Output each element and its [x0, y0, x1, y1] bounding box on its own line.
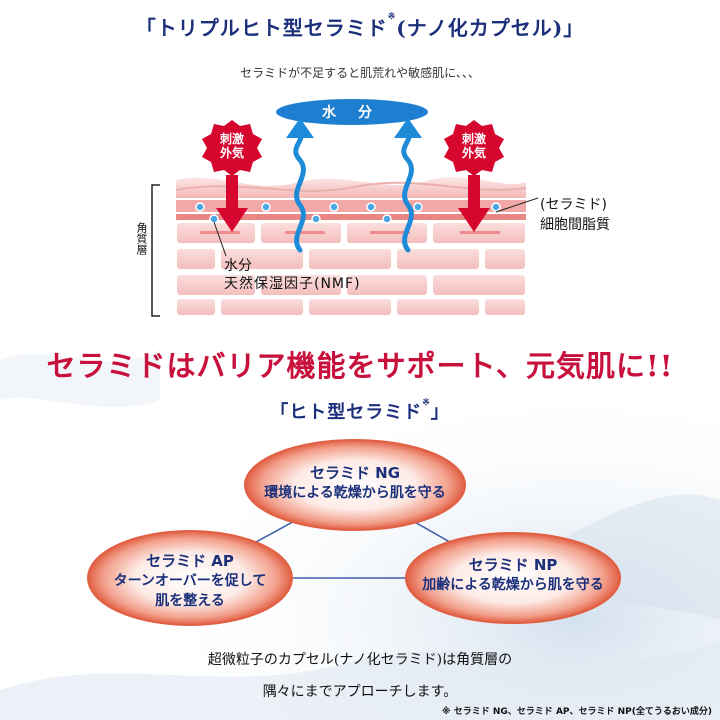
human-ceramide-title: 「ヒト型セラミド※」 — [270, 398, 450, 423]
description-line-1: 超微粒子のカプセル(ナノ化セラミド)は角質層の — [207, 652, 513, 668]
cell-rows — [175, 200, 527, 317]
nmf-label: 天然保湿因子(NMF) — [224, 276, 361, 292]
footnote: ※ セラミド NG、セラミド AP、セラミド NP(全てうるおい成分) — [441, 707, 712, 717]
description-line-2: 隅々にまでアプローチします。 — [262, 684, 458, 700]
ceramide-ng-text: セラミド NG 環境による乾燥から肌を守る — [264, 464, 446, 501]
ceramide-label: (セラミド) 細胞間脂質 — [540, 197, 610, 233]
skin-barrier-diagram — [151, 99, 539, 317]
ceramide-dots — [195, 202, 501, 224]
subtitle: セラミドが不足すると肌荒れや敏感肌に、、、 — [240, 66, 480, 80]
stimulus-left-label: 刺激 外気 — [219, 132, 244, 160]
ellipse-ap — [87, 530, 293, 626]
water-label: 水分 — [224, 258, 252, 274]
stimulus-left — [202, 120, 262, 232]
stimulus-right — [444, 120, 504, 232]
stratum-corneum-label: 角質層 — [135, 222, 148, 255]
ceramide-np-text: セラミド NP 加齢による乾燥から肌を守る — [422, 556, 604, 593]
ceramide-ap-text: セラミド AP ターンオーバーを促して 肌を整える — [113, 552, 267, 609]
ellipse-ng — [244, 439, 466, 531]
tagline: セラミドはバリア機能をサポート、元気肌に!! — [46, 349, 674, 383]
stimulus-right-label: 刺激 外気 — [461, 132, 486, 160]
moisture-arrows — [293, 129, 414, 253]
main-title: 「トリプルヒト型セラミド※(ナノ化カプセル)」 — [135, 12, 585, 40]
moisture-label: 水 分 — [322, 105, 376, 121]
ellipse-np — [405, 532, 621, 624]
moisture-ellipse — [276, 99, 428, 125]
